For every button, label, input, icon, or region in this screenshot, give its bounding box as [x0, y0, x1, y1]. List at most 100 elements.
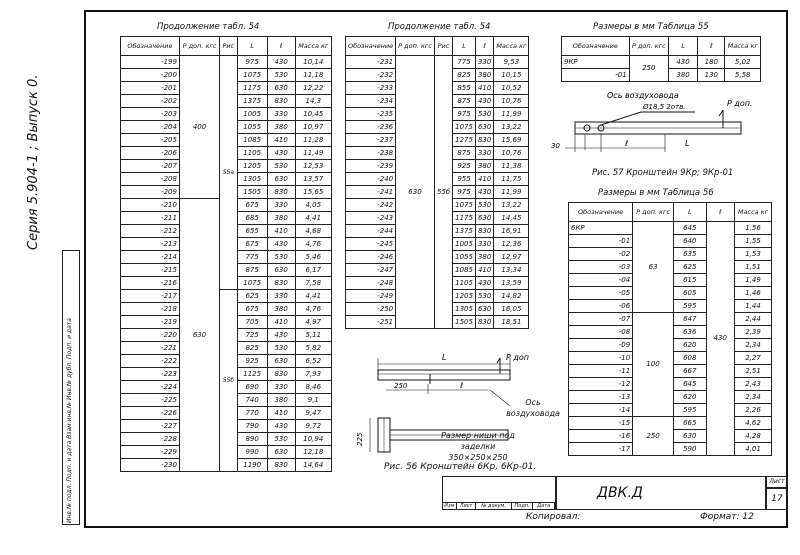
- cell-p: 400: [178, 55, 221, 199]
- cell-code: -217: [120, 289, 180, 303]
- cell-mass: 14,82: [493, 289, 530, 303]
- cell-L: 1305: [236, 172, 268, 186]
- cell-code: -08: [567, 325, 634, 339]
- cell-mass: 12,18: [294, 445, 333, 459]
- fig57-axis-label: Ось воздуховода: [607, 91, 679, 100]
- cell-code: -239: [344, 159, 397, 173]
- copied-label: Копировал:: [526, 512, 581, 522]
- sheet-number: 17: [771, 494, 783, 504]
- cell-ris: 55а: [219, 55, 238, 290]
- cell-code: -02: [567, 247, 634, 261]
- cell-mass: 12,97: [493, 250, 530, 264]
- col-header: Обозначение: [567, 202, 634, 222]
- cell-mass: 11,28: [294, 133, 333, 147]
- cell-L: 1055: [236, 120, 268, 134]
- cell-mass: 7,93: [294, 367, 333, 381]
- cell-code: -235: [344, 107, 397, 121]
- cell-mass: 14,3: [294, 94, 333, 108]
- cell-L: 1005: [452, 237, 476, 251]
- cell-L: 875: [236, 263, 268, 277]
- col-header: L: [236, 36, 268, 56]
- col-header: Масса кг: [733, 202, 773, 222]
- cell-L: 636: [672, 325, 707, 339]
- cell-l: 410: [474, 81, 495, 95]
- cell-code: -14: [567, 403, 634, 417]
- cell-L: 955: [452, 172, 476, 186]
- fig57-hole-label: Ø18,5 2отв.: [642, 103, 686, 111]
- cell-mass: 5,46: [294, 250, 333, 264]
- cell-mass: 1,44: [733, 299, 773, 313]
- hole-shape: [583, 124, 591, 132]
- cell-code: -221: [120, 341, 180, 355]
- table4-header-row: Обозначение Р доп. кгс L ℓ Масса кг: [567, 202, 773, 222]
- cell-code: -227: [120, 419, 180, 433]
- cell-L: 1075: [452, 120, 476, 134]
- cell-mass: 2,51: [733, 364, 773, 378]
- cell-L: 655: [236, 224, 268, 238]
- cell-mass: 6,52: [294, 354, 333, 368]
- cell-mass: 8,46: [294, 380, 333, 394]
- cell-code: -01: [567, 234, 634, 248]
- cell-l: 430: [266, 237, 296, 251]
- cell-mass: 10,76: [493, 94, 530, 108]
- table2-header-row: Обозначение Р доп. кгс Рис L ℓ Масса кг: [344, 36, 530, 56]
- cell-L: 1105: [452, 276, 476, 290]
- cell-L: 1205: [236, 159, 268, 173]
- col-header: ℓ: [705, 202, 735, 222]
- cell-code: -16: [567, 429, 634, 443]
- cell-L: 705: [236, 315, 268, 329]
- cell-mass: 4,76: [294, 302, 333, 316]
- cell-code: -213: [120, 237, 180, 251]
- cell-code: -244: [344, 224, 397, 238]
- title-block-label: Подп.: [512, 503, 534, 510]
- cell-mass: 11,49: [294, 146, 333, 160]
- cell-mass: 1,46: [733, 286, 773, 300]
- cell-mass: 2,43: [733, 377, 773, 391]
- title-block-label: Лист: [457, 503, 477, 510]
- cell-L: 615: [672, 273, 707, 287]
- cell-code: -208: [120, 172, 180, 186]
- cell-p: 250: [628, 55, 669, 82]
- cell-L: 990: [236, 445, 268, 459]
- cell-code: -236: [344, 120, 397, 134]
- table2-title: Продолжение табл. 54: [388, 22, 491, 32]
- cell-code: -212: [120, 224, 180, 238]
- cell-l: 410: [266, 406, 296, 420]
- fig56-dim-side: 225: [356, 432, 364, 446]
- cell-p: 250: [632, 416, 674, 456]
- cell-l: 630: [474, 211, 495, 225]
- cell-code: -12: [567, 377, 634, 391]
- cell-code: -07: [567, 312, 634, 326]
- fig57-p-label: Р доп.: [727, 99, 753, 108]
- cell-L: 975: [236, 55, 268, 69]
- cell-mass: 10,15: [493, 68, 530, 82]
- cell-code: -230: [120, 458, 180, 472]
- cell-code: -225: [120, 393, 180, 407]
- cell-mass: 4,62: [733, 416, 773, 430]
- cell-code: -199: [120, 55, 180, 69]
- cell-p: 630: [178, 198, 221, 472]
- cell-L: 675: [236, 198, 268, 212]
- cell-p: 63: [632, 221, 674, 313]
- cell-L: 595: [672, 403, 707, 417]
- col-header: Обозначение: [561, 36, 630, 56]
- cell-L: 875: [452, 146, 476, 160]
- cell-l: 530: [474, 289, 495, 303]
- cell-mass: 15,65: [294, 185, 333, 199]
- cell-code: -234: [344, 94, 397, 108]
- cell-L: 430: [667, 55, 699, 69]
- cell-l: 410: [474, 263, 495, 277]
- cell-L: 620: [672, 390, 707, 404]
